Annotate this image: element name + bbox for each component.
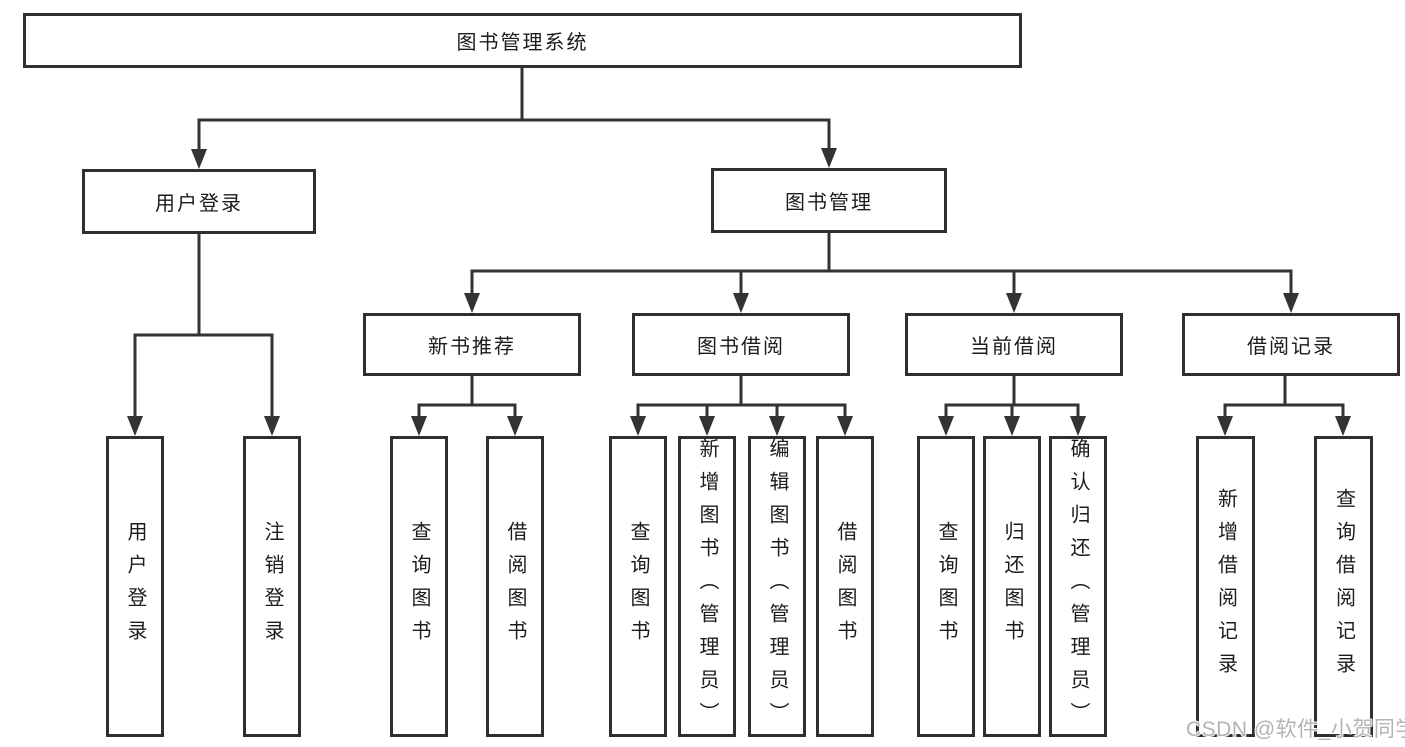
- leaf-query-borrowing-record-label: 查询借阅记录: [1332, 487, 1355, 686]
- arrow-down-icon: [938, 416, 954, 436]
- arrow-down-icon: [411, 416, 427, 436]
- leaf-add-borrowing-record-label: 新增借阅记录: [1214, 487, 1237, 686]
- connector-path: [944, 376, 1080, 419]
- node-library-management-system-label: 图书管理系统: [456, 32, 589, 54]
- leaf-return-books: 归还图书: [983, 436, 1041, 737]
- leaf-edit-books-admin-label: 编辑图书（管理员）: [766, 438, 788, 735]
- leaf-query-books-borrow-label: 查询图书: [627, 520, 649, 653]
- connector-path: [417, 376, 517, 419]
- leaf-add-books-admin: 新增图书（管理员）: [678, 436, 736, 737]
- arrow-down-icon: [1006, 293, 1022, 313]
- node-book-management: 图书管理: [711, 168, 947, 233]
- connector-root-to-level2: [197, 68, 831, 152]
- arrow-down-icon: [1217, 416, 1233, 436]
- node-user-login: 用户登录: [82, 169, 316, 234]
- arrow-down-icon: [507, 416, 523, 436]
- leaf-query-books-borrow: 查询图书: [609, 436, 667, 737]
- leaf-query-books-recommend: 查询图书: [390, 436, 448, 737]
- connector-path: [133, 234, 274, 419]
- arrow-down-icon: [1070, 416, 1086, 436]
- leaf-query-books-current-label: 查询图书: [935, 520, 957, 653]
- connector-current-borrowing-children: [944, 376, 1080, 419]
- connector-borrowing-records-children: [1223, 376, 1345, 419]
- leaf-borrow-books-recommend: 借阅图书: [486, 436, 544, 737]
- connector-book-borrowing-children: [636, 376, 847, 419]
- arrow-down-icon: [1004, 416, 1020, 436]
- arrow-down-icon: [699, 416, 715, 436]
- leaf-logout-login-label: 注销登录: [261, 520, 283, 653]
- csdn-watermark: CSDN @软件_小贺同学: [1186, 718, 1405, 741]
- arrow-down-icon: [821, 148, 837, 168]
- leaf-confirm-return-admin-label: 确认归还（管理员）: [1067, 438, 1089, 735]
- node-book-borrowing: 图书借阅: [632, 313, 850, 376]
- leaf-borrow-books-recommend-label: 借阅图书: [504, 520, 526, 653]
- connector-path: [636, 376, 847, 419]
- leaf-edit-books-admin: 编辑图书（管理员）: [748, 436, 806, 737]
- arrow-down-icon: [1283, 293, 1299, 313]
- arrow-down-icon: [630, 416, 646, 436]
- leaf-user-login-label: 用户登录: [124, 520, 146, 653]
- node-book-borrowing-label: 图书借阅: [697, 336, 785, 358]
- node-current-borrowing-label: 当前借阅: [970, 336, 1058, 358]
- node-borrowing-records-label: 借阅记录: [1247, 336, 1335, 358]
- leaf-borrow-books-borrow: 借阅图书: [816, 436, 874, 737]
- arrow-down-icon: [837, 416, 853, 436]
- arrow-down-icon: [1335, 416, 1351, 436]
- connector-new-book-recommendation-children: [417, 376, 517, 419]
- leaf-confirm-return-admin: 确认归还（管理员）: [1049, 436, 1107, 737]
- connector-path: [1223, 376, 1345, 419]
- node-new-book-recommendation: 新书推荐: [363, 313, 581, 376]
- leaf-user-login: 用户登录: [106, 436, 164, 737]
- node-current-borrowing: 当前借阅: [905, 313, 1123, 376]
- arrow-down-icon: [127, 416, 143, 436]
- leaf-add-books-admin-label: 新增图书（管理员）: [696, 438, 718, 735]
- node-book-management-label: 图书管理: [785, 192, 873, 214]
- connector-user-login-children: [133, 234, 274, 419]
- leaf-borrow-books-borrow-label: 借阅图书: [834, 520, 856, 653]
- node-library-management-system: 图书管理系统: [23, 13, 1022, 68]
- node-borrowing-records: 借阅记录: [1182, 313, 1400, 376]
- connector-path: [470, 233, 1293, 296]
- node-new-book-recommendation-label: 新书推荐: [428, 336, 516, 358]
- leaf-query-books-recommend-label: 查询图书: [408, 520, 430, 653]
- leaf-query-books-current: 查询图书: [917, 436, 975, 737]
- leaf-logout-login: 注销登录: [243, 436, 301, 737]
- connector-path: [197, 68, 831, 152]
- arrow-down-icon: [464, 293, 480, 313]
- leaf-add-borrowing-record: 新增借阅记录: [1196, 436, 1255, 737]
- arrow-down-icon: [264, 416, 280, 436]
- arrow-down-icon: [191, 149, 207, 169]
- arrow-down-icon: [733, 293, 749, 313]
- node-user-login-label: 用户登录: [155, 193, 243, 215]
- leaf-query-borrowing-record: 查询借阅记录: [1314, 436, 1373, 737]
- arrow-down-icon: [769, 416, 785, 436]
- leaf-return-books-label: 归还图书: [1001, 520, 1023, 653]
- connector-book-management-children: [470, 233, 1293, 296]
